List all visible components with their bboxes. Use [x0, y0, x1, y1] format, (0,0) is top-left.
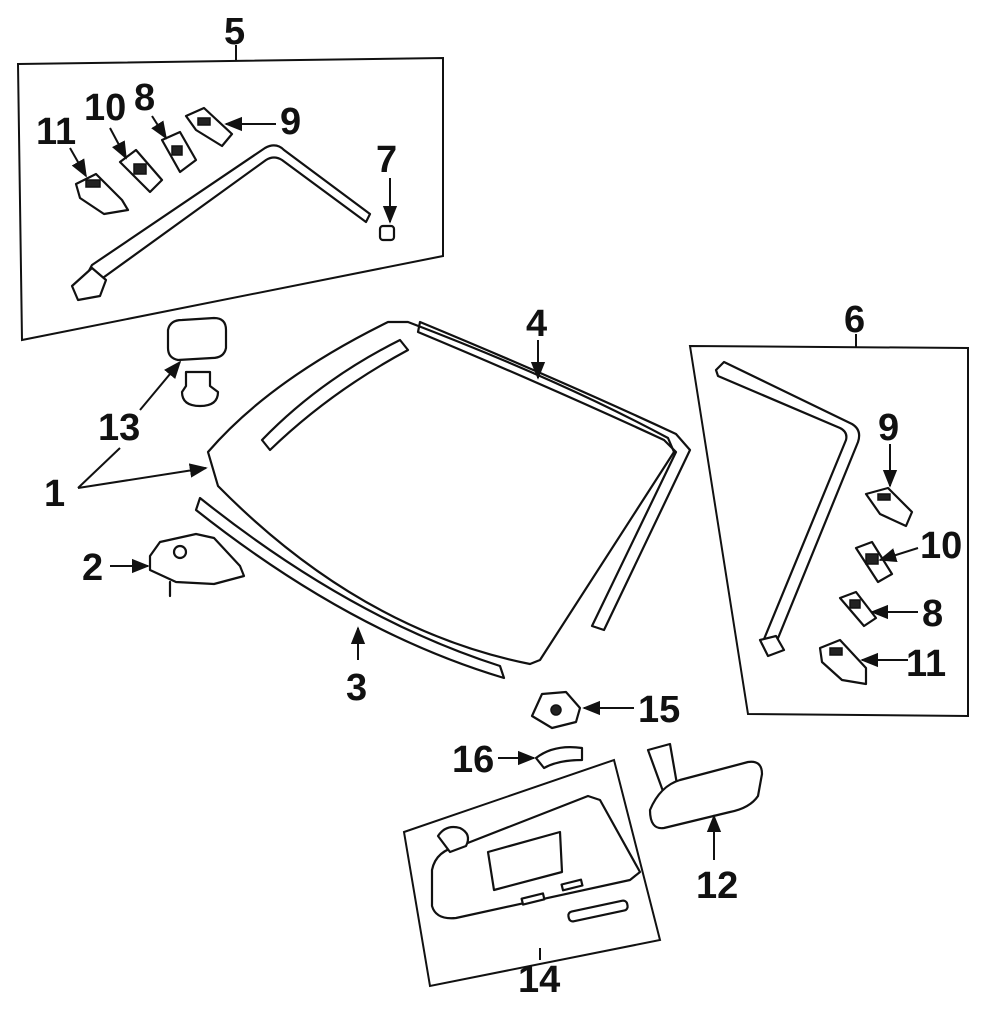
leader-10-right — [878, 547, 919, 562]
visor-slot-a — [520, 892, 546, 906]
clip-16 — [534, 746, 584, 770]
callout-8-left: 8 — [134, 77, 155, 119]
clip-11-right — [818, 638, 868, 686]
callout-9-right: 9 — [878, 407, 899, 449]
clip-7-left — [378, 224, 396, 242]
weatherstrip-top — [416, 320, 692, 632]
leader-1b — [77, 463, 208, 489]
callout-7: 7 — [376, 139, 397, 181]
clip-11-left-detail — [85, 179, 101, 188]
pillar-garnish-right — [714, 360, 861, 650]
leader-8-left — [151, 115, 167, 140]
callout-12: 12 — [696, 865, 738, 907]
clip-11-right-detail — [829, 647, 843, 656]
bracket-hole — [172, 544, 188, 560]
rear-view-mirror — [648, 760, 764, 830]
clip-11-left — [74, 172, 130, 216]
callout-11-left: 11 — [36, 111, 76, 153]
kit-6-frame — [688, 344, 969, 718]
callout-4: 4 — [526, 303, 547, 345]
fastener-13 — [180, 370, 220, 408]
callout-14: 14 — [518, 959, 560, 1001]
pillar-garnish-left — [80, 144, 372, 286]
callout-15: 15 — [638, 689, 680, 731]
clip-10-right-detail — [865, 553, 879, 565]
glass-upper-strip — [260, 338, 410, 452]
callout-11-right: 11 — [906, 643, 946, 685]
clip-9-left — [184, 106, 234, 148]
callout-8-right: 8 — [922, 593, 943, 635]
garnish-right-end — [758, 634, 786, 658]
visor-slot-c — [567, 899, 629, 923]
leader-1a — [77, 447, 121, 489]
visor-kit-frame — [402, 758, 662, 988]
clip-10-left-detail — [133, 163, 147, 175]
visor-pivot — [436, 825, 470, 854]
callout-1: 1 — [44, 473, 65, 515]
clip-15-hole — [550, 704, 562, 716]
callout-10-left: 10 — [84, 87, 126, 129]
visor-mirror — [486, 830, 564, 892]
clip-8-right-detail — [849, 599, 861, 609]
clip-8-left-detail — [171, 145, 183, 156]
callout-3: 3 — [346, 667, 367, 709]
callout-6: 6 — [844, 299, 865, 341]
callout-10-right: 10 — [920, 525, 962, 567]
clip-8-right — [838, 590, 878, 628]
callout-13: 13 — [98, 407, 140, 449]
cap-13 — [166, 316, 228, 362]
callout-16: 16 — [452, 739, 494, 781]
clip-9-right-detail — [877, 493, 891, 501]
bracket-2 — [148, 532, 246, 586]
callout-9-left: 9 — [280, 101, 301, 143]
leader-11-left — [69, 147, 87, 178]
leader-10-left — [109, 127, 127, 160]
callout-5: 5 — [224, 11, 245, 53]
clip-9-left-detail — [197, 117, 211, 126]
lower-molding — [194, 496, 506, 680]
callout-2: 2 — [82, 547, 103, 589]
visor-slot-b — [560, 878, 584, 892]
garnish-end-clip — [70, 266, 108, 302]
kit-5-frame — [16, 56, 444, 342]
windshield-glass — [206, 320, 676, 666]
leader-13 — [139, 360, 182, 411]
